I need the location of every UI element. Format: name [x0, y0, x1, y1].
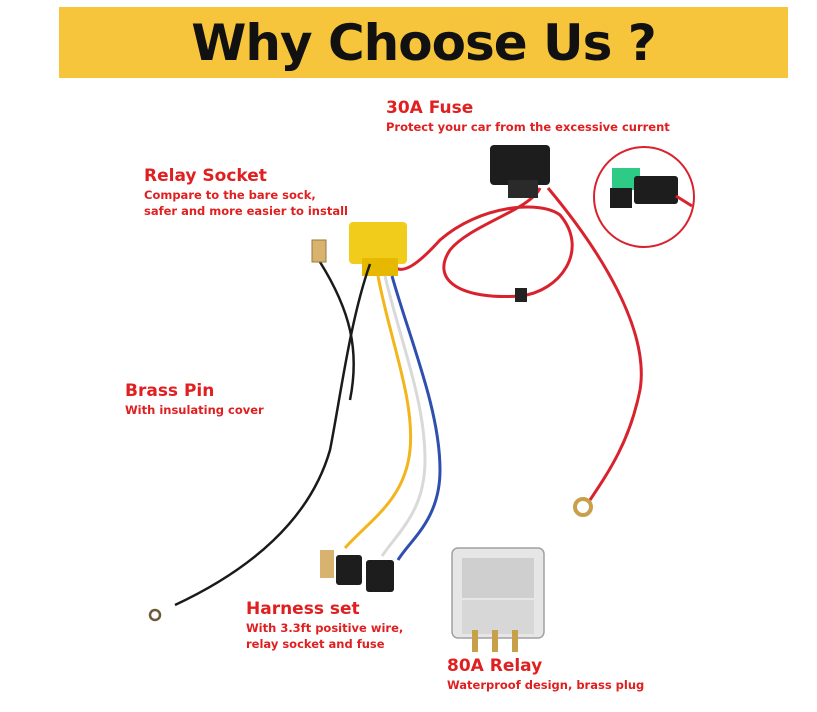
- fuse-desc: Protect your car from the excessive curr…: [386, 120, 670, 134]
- socket-desc-line-1: Compare to the bare sock,: [144, 188, 316, 202]
- pin-callout: Brass Pin With insulating cover: [125, 381, 264, 418]
- pin-desc: With insulating cover: [125, 403, 264, 417]
- harness-title: Harness set: [246, 599, 360, 619]
- pin-black-wire: [318, 261, 355, 401]
- black-wire: [174, 263, 372, 607]
- blue-wire: [390, 275, 442, 561]
- connector-plugs: [320, 550, 394, 592]
- socket-title: Relay Socket: [144, 166, 267, 186]
- fuse-inset: [593, 146, 695, 248]
- socket-callout: Relay Socket Compare to the bare sock, s…: [144, 166, 348, 219]
- fuse-callout: 30A Fuse Protect your car from the exces…: [386, 98, 670, 135]
- harness-desc-line-1: With 3.3ft positive wire,: [246, 621, 404, 635]
- red-positive-wire: [388, 187, 574, 299]
- relay-80a: [451, 547, 545, 652]
- title-banner: Why Choose Us ?: [59, 7, 788, 78]
- fuse-title: 30A Fuse: [386, 98, 474, 118]
- harness-desc-line-2: relay socket and fuse: [246, 637, 385, 651]
- relay-title: 80A Relay: [447, 656, 543, 676]
- relay-callout: 80A Relay Waterproof design, brass plug: [447, 656, 644, 693]
- black-ring-terminal: [148, 608, 162, 622]
- banner-title: Why Choose Us ?: [191, 13, 657, 72]
- harness-callout: Harness set With 3.3ft positive wire, re…: [246, 599, 403, 652]
- ring-terminal: [573, 497, 593, 517]
- brass-pin: [311, 239, 327, 263]
- wire-tie: [515, 288, 527, 302]
- yellow-wire: [343, 275, 413, 549]
- white-wire: [380, 275, 427, 557]
- red-ring-wire: [546, 187, 643, 501]
- relay-socket: [349, 222, 407, 276]
- pin-title: Brass Pin: [125, 381, 215, 401]
- relay-desc: Waterproof design, brass plug: [447, 678, 645, 692]
- fuse-holder: [490, 145, 550, 198]
- socket-desc-line-2: safer and more easier to install: [144, 204, 348, 218]
